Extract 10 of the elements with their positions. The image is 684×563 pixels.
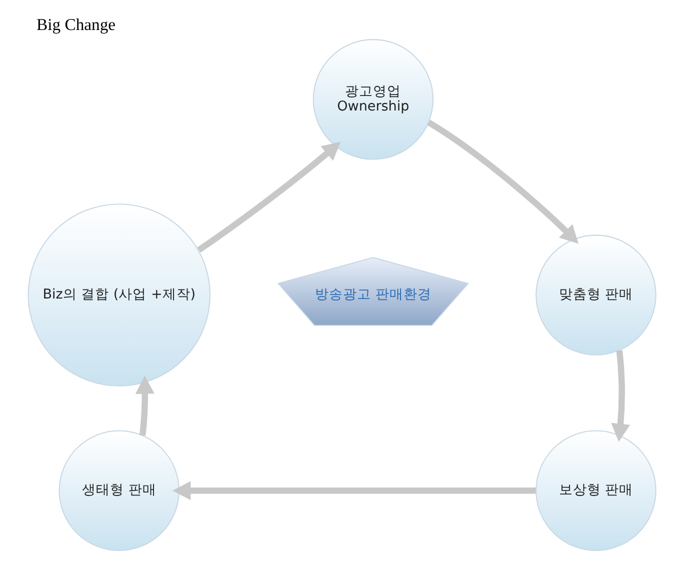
arrow [135, 376, 154, 436]
arrow [197, 142, 341, 253]
node-circle: 맞춤형 판매 [536, 234, 656, 356]
arrow [611, 350, 630, 442]
node-circle: 생태형 판매 [58, 430, 180, 552]
node-circle: 보상형 판매 [536, 430, 656, 552]
arrow [172, 481, 536, 500]
node-circle: Biz의 결합 (사업 +제작) [28, 204, 211, 386]
diagram-title: Big Change [36, 14, 116, 34]
arrow [427, 120, 579, 244]
